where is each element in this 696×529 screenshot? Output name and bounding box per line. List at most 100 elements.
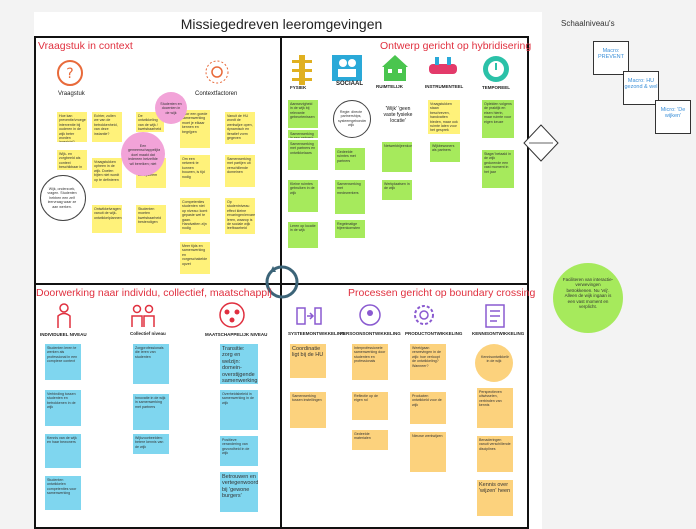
sticky-note[interactable]: Nieuwe werkwijzen: [410, 432, 446, 472]
sticky-note[interactable]: Wijk- en zorgbeeld als context beschikba…: [57, 150, 87, 170]
sticky-note[interactable]: Kennis over 'wijzen' heen: [477, 480, 513, 516]
sticky-note[interactable]: Samenwerking tussen instellingen: [290, 392, 326, 428]
note-circle[interactable]: [40, 175, 86, 221]
temporeel-icon: [483, 56, 509, 82]
systeem-icon: [296, 307, 322, 325]
q2-title: Ontwerp gericht op hybridisering: [380, 40, 532, 52]
scale-title: Schaalniveau's: [561, 19, 615, 28]
sticky-note[interactable]: Studenten moeten kwetsbaarheid bestendig…: [136, 205, 166, 233]
individual-icon: [57, 303, 71, 328]
instrumenteel-icon: [429, 57, 457, 74]
quote-text: 'Wijk' 'geen vaste fysieke locatie': [380, 104, 416, 134]
green-circle[interactable]: [553, 263, 623, 333]
sticky-note[interactable]: Benaderingen vanuit verschillende discip…: [477, 436, 513, 472]
persoon-icon: [359, 304, 381, 326]
sticky-note[interactable]: Betrouwen en vertegenwoordiging bij 'gew…: [220, 472, 258, 512]
circle-note-text: Wijk, onderzoek, vragen. Studenten hebbe…: [47, 187, 77, 209]
circle-note-text: Regie: directe partnerships, systeemgebo…: [338, 110, 366, 128]
pink-circle[interactable]: [121, 132, 165, 176]
sticky-note[interactable]: Zorgprofessionals die leren van studente…: [133, 344, 169, 384]
board-title: Missiegedreven leeromgevingen: [180, 16, 383, 32]
label-product: PRODUCTONTWIKKELING: [405, 331, 463, 336]
canvas-board: [34, 12, 542, 529]
sticky-note[interactable]: Gedeelde materialen: [352, 430, 388, 450]
sticky-note[interactable]: Kleine ruimtes gebruiken in de wijk: [288, 180, 318, 212]
sociaal-icon: [332, 55, 362, 81]
ruimtelijk-icon: [382, 55, 408, 81]
q1-title: Vraagstuk in context: [38, 40, 133, 52]
label-collectief: Collectief niveau: [130, 331, 166, 336]
scale-box-hu[interactable]: Macro: HU gezond & wel: [623, 71, 659, 105]
sticky-note[interactable]: Vraagstukken opheen in de wijk. Doelen b…: [92, 158, 122, 188]
scale-box-wijken[interactable]: Micro: 'De wijken': [655, 100, 691, 134]
sticky-note[interactable]: Samenwerking met partijen uit verschille…: [225, 155, 255, 187]
horizontal-divider: [34, 283, 529, 285]
sticky-note[interactable]: Studenten leren te werken als profession…: [45, 344, 81, 380]
sticky-note[interactable]: Echter, zullen we van de betrokkenheid, …: [92, 112, 122, 142]
scale-box-prevent[interactable]: Macro: PREVENT: [593, 41, 629, 75]
orange-circle[interactable]: [475, 344, 513, 382]
sticky-note[interactable]: Samenwerking in een netwerk van professi…: [288, 130, 318, 138]
society-icon: [219, 302, 245, 328]
label-contextfactoren: Contextfactoren: [195, 91, 238, 97]
label-fysiek: FYSIEK: [290, 85, 307, 90]
vertical-divider: [280, 36, 282, 529]
sticky-note[interactable]: Vraagstukken staan beschreven, handvatte…: [428, 100, 460, 134]
svg-text:?: ?: [66, 66, 73, 82]
label-maatschappelijk: MAATSCHAPPELIJK NIVEAU: [205, 332, 268, 337]
sticky-note[interactable]: Verbinding tussen studenten en betrokken…: [45, 390, 81, 426]
sticky-note[interactable]: Coordinatie ligt bij de HU: [290, 344, 326, 378]
sticky-note[interactable]: Perspectieven uitwisselen, verbinden van…: [477, 388, 513, 428]
sticky-note[interactable]: Netwerkbijeenkomsten: [382, 142, 412, 172]
sticky-note[interactable]: Stage/ betaald in de wijk gedurende een …: [482, 150, 514, 188]
sticky-note[interactable]: Aanwezigheid in de wijk bij relevante ge…: [288, 100, 318, 128]
sticky-note[interactable]: Wijkbewoners als partners: [430, 142, 460, 162]
label-instrumenteel: INSTRUMENTEEL: [425, 84, 464, 89]
kennis-icon: [485, 304, 505, 328]
sticky-note[interactable]: Meer tijds en samenwerking en vorgeschak…: [180, 242, 210, 274]
note-circle[interactable]: [333, 100, 371, 138]
question-icon: ?: [57, 60, 83, 86]
sticky-note[interactable]: Studenten ontwikkelen competenties voor …: [45, 476, 81, 510]
sticky-note[interactable]: Leren op locatie in de wijk: [288, 222, 318, 248]
sticky-note[interactable]: Interprofessionele samenwerking door stu…: [352, 344, 388, 380]
sticky-note[interactable]: Samenwerking met medewerkers: [335, 180, 365, 214]
circle-note-text: Een gemeenschappelijke doel maakt dat ie…: [128, 144, 160, 166]
sticky-note[interactable]: Reflectie op de eigen rol: [352, 392, 388, 420]
sticky-note[interactable]: Regelmatige bijeenkomsten: [335, 220, 365, 238]
sticky-note[interactable]: Transitie: zorg en welzijn: domein-overs…: [220, 344, 258, 384]
diamond-icon: [523, 124, 559, 162]
label-ruimtelijk: RUIMTELIJK: [376, 84, 403, 89]
pink-circle[interactable]: [155, 92, 187, 124]
product-gear-icon: [414, 305, 434, 325]
sticky-note[interactable]: Om een netwerk te kunnen bouwen, is tijd…: [180, 155, 210, 187]
sticky-note[interactable]: Weet/gaan verwevingen in de wijk: hoe ve…: [410, 344, 446, 380]
sticky-note[interactable]: Ontwikkelvragen vanuit de wijk-ontwikkel…: [92, 205, 122, 233]
collective-icon: [131, 304, 155, 327]
sticky-note[interactable]: Voor een goede samenwerking moet je elka…: [180, 110, 210, 148]
sticky-note[interactable]: Gedeelde ruimtes met partners: [335, 148, 365, 170]
label-systeem: SYSTEEMONTWIKKELING: [288, 331, 345, 336]
sticky-note[interactable]: Werkplaatsen in de wijk: [382, 180, 412, 200]
label-individueel: INDIVIDUEEL NIVEAU: [40, 332, 87, 337]
sticky-note[interactable]: Competenties studenten niet op niveau: k…: [180, 198, 210, 234]
sticky-note[interactable]: Overheidsbeleid in samenwerking in de wi…: [220, 390, 258, 430]
sticky-note[interactable]: Wijkvoorbeelden: betere kennis van de wi…: [133, 434, 169, 454]
sticky-note[interactable]: Samenwerking met partners en ontwikkelaa…: [288, 140, 318, 170]
side-circle-text: Faciliteren van interactie-verwevingen b…: [562, 277, 614, 310]
q4-title: Processen gericht op boundary crossing: [348, 287, 536, 299]
sticky-note[interactable]: Opleiden volgens de praktijk en eisen hi…: [482, 100, 514, 138]
sticky-note[interactable]: Positieve verandering van gezondheid in …: [220, 436, 258, 466]
sticky-note[interactable]: Producten ontwikkeld voor de wijk: [410, 392, 446, 424]
label-temporeel: TEMPOREEL: [482, 85, 511, 90]
sticky-note[interactable]: Hoe kan preventie/vroege interventie bij…: [57, 112, 87, 142]
sticky-note[interactable]: Vanuit de HU wordt de werkwijze open, dy…: [225, 112, 255, 144]
label-kennis: KENNISONTWIKKELING: [472, 331, 525, 336]
q3-title: Doorwerking naar individu, collectief, m…: [36, 287, 272, 299]
sticky-note[interactable]: Op studentniveau effect kleine ervaringe…: [225, 198, 255, 234]
fysiek-icon: [292, 55, 312, 85]
label-sociaal: SOCIAAL: [336, 81, 363, 87]
label-persoon: PERSOONSONTWIKKELING: [340, 331, 401, 336]
sticky-note[interactable]: Innovatie in de wijk in samenwerking met…: [133, 394, 169, 430]
sticky-note[interactable]: Kennis van de wijk en haar bewoners: [45, 434, 81, 468]
